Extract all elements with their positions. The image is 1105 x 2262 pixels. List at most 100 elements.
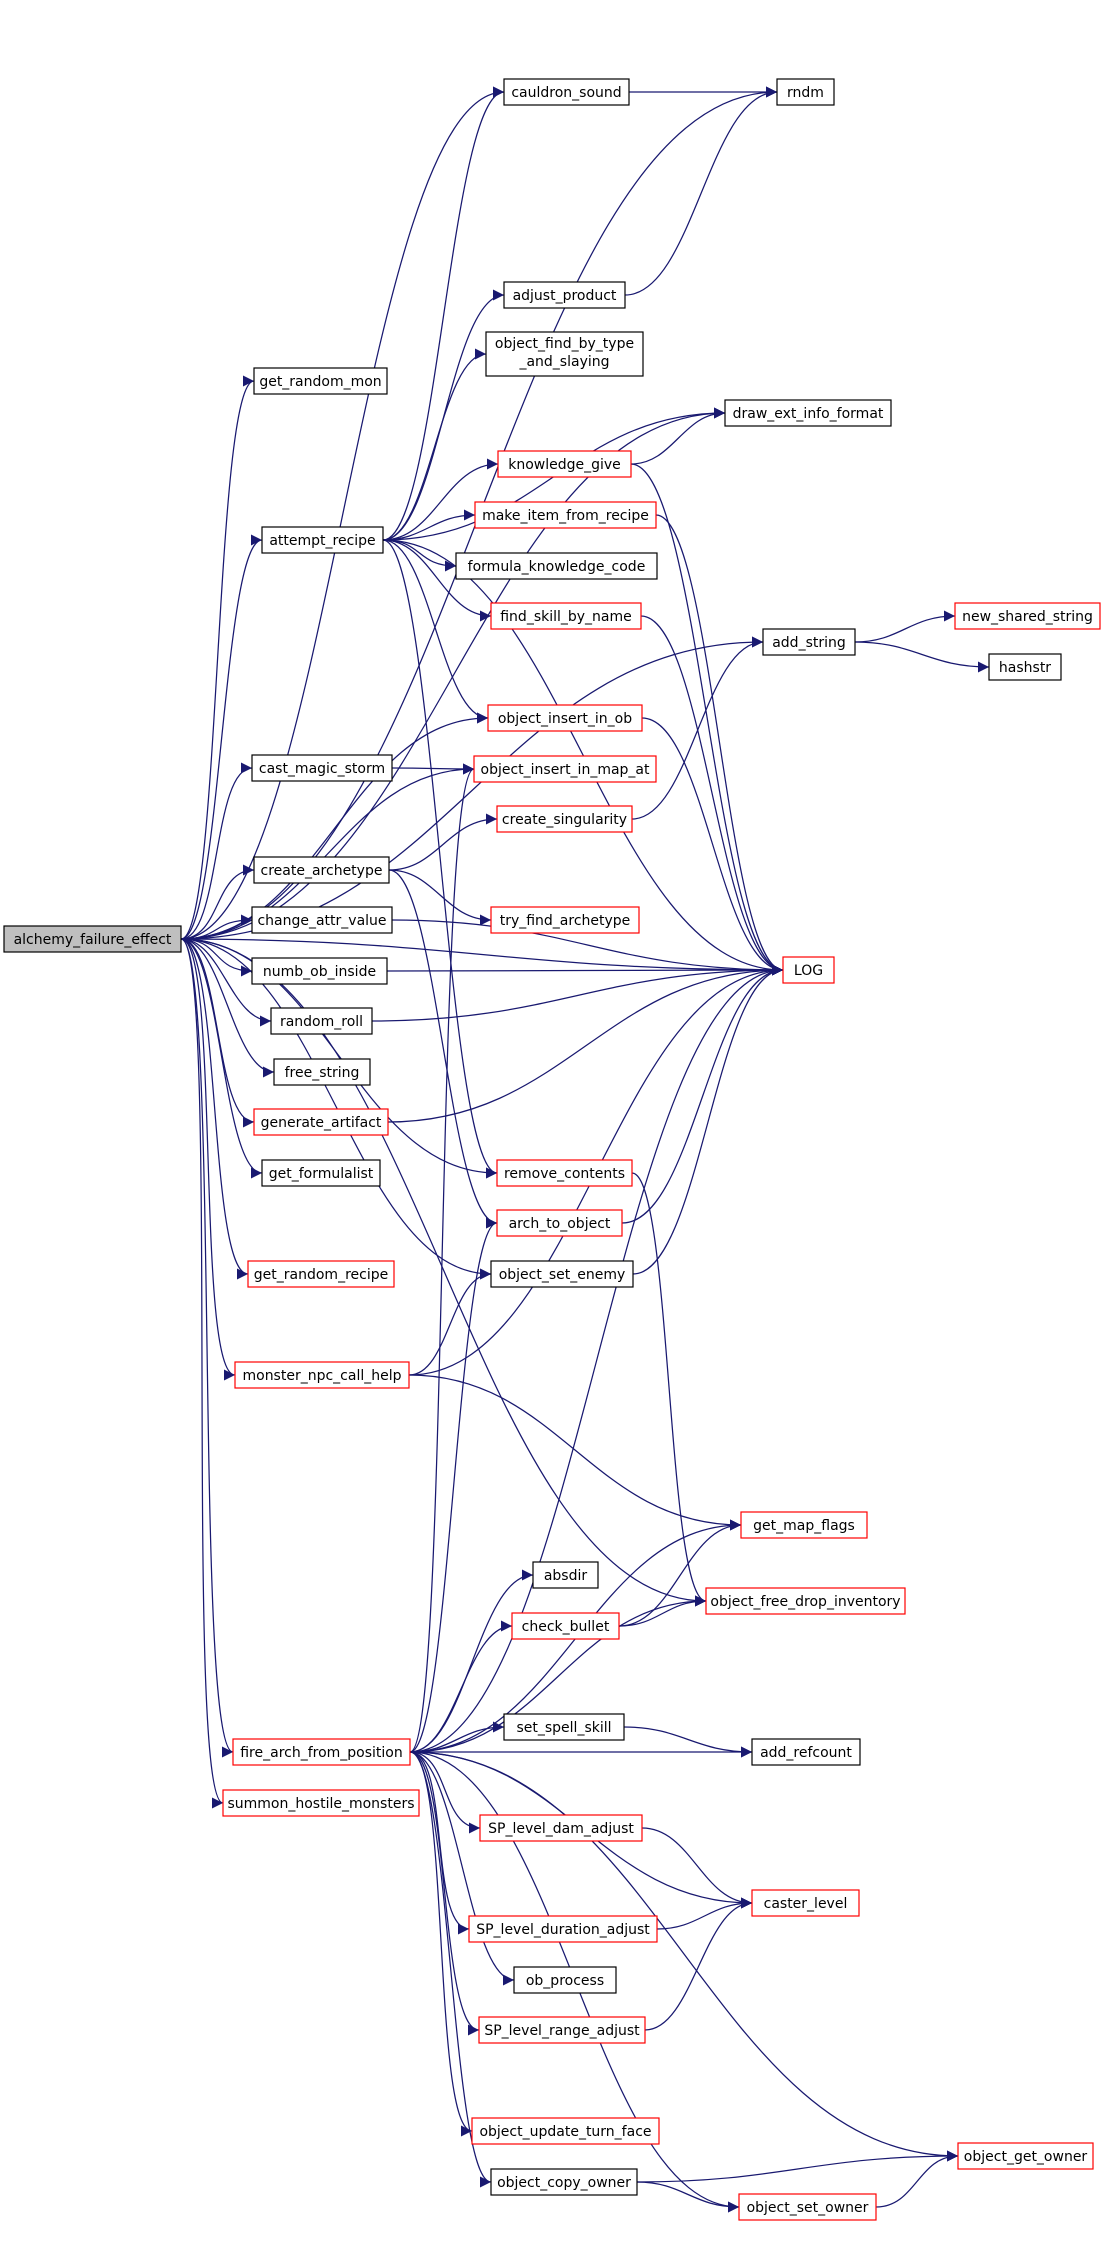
- edge-root-to-free-string: [180, 938, 275, 1078]
- node-root[interactable]: alchemy_failure_effect: [3, 925, 182, 953]
- edge-fire-arch-from-position-to-object-get-owner: [409, 1751, 959, 2162]
- edge-object-copy-owner-to-object-set-owner: [636, 2181, 740, 2213]
- node-label: object_set_owner: [747, 2200, 869, 2216]
- node-sp-level-range-adjust[interactable]: SP_level_range_adjust: [478, 2016, 646, 2044]
- node-get-random-recipe[interactable]: get_random_recipe: [247, 1260, 395, 1288]
- node-object-find-by-type[interactable]: object_find_by_type_and_slaying: [485, 331, 644, 377]
- node-object-insert-in-map-at[interactable]: object_insert_in_map_at: [473, 755, 657, 783]
- edge-attempt-recipe-to-find-skill-by-name: [382, 539, 492, 622]
- node-box: [471, 2117, 660, 2145]
- node-box: [503, 281, 626, 309]
- node-box: [478, 2016, 646, 2044]
- edge-make-item-from-recipe-to-log: [655, 514, 784, 976]
- node-label: ob_process: [526, 1973, 604, 1989]
- node-box: [468, 1915, 658, 1943]
- node-box: [261, 526, 384, 554]
- node-random-roll[interactable]: random_roll: [270, 1007, 373, 1035]
- node-formula-knowledge-code[interactable]: formula_knowledge_code: [455, 552, 658, 580]
- edge-find-skill-by-name-to-log: [640, 615, 784, 976]
- node-find-skill-by-name[interactable]: find_skill_by_name: [490, 602, 642, 630]
- node-box: [503, 1713, 625, 1741]
- node-object-set-enemy[interactable]: object_set_enemy: [490, 1260, 634, 1288]
- edge-root-to-cauldron-sound: [180, 86, 505, 940]
- node-fire-arch-from-position[interactable]: fire_arch_from_position: [232, 1738, 411, 1766]
- node-add-string[interactable]: add_string: [762, 628, 856, 656]
- node-box: [740, 1511, 868, 1539]
- edge-root-to-object-insert-in-map-at: [180, 763, 475, 940]
- edge-arch-to-object-to-log: [621, 964, 784, 1224]
- node-monster-npc-call-help[interactable]: monster_npc_call_help: [234, 1361, 410, 1389]
- node-draw-ext-info-format[interactable]: draw_ext_info_format: [724, 399, 892, 427]
- node-label: LOG: [794, 963, 823, 979]
- node-absdir[interactable]: absdir: [532, 1561, 599, 1589]
- node-box: [455, 552, 658, 580]
- node-free-string[interactable]: free_string: [273, 1058, 371, 1086]
- node-object-free-drop-inventory[interactable]: object_free_drop_inventory: [705, 1587, 906, 1615]
- node-try-find-archetype[interactable]: try_find_archetype: [490, 906, 640, 934]
- node-box: [705, 1587, 906, 1615]
- node-box: [261, 1159, 381, 1187]
- node-attempt-recipe[interactable]: attempt_recipe: [261, 526, 384, 554]
- node-numb-ob-inside[interactable]: numb_ob_inside: [251, 957, 388, 985]
- node-box: [513, 1966, 617, 1994]
- node-make-item-from-recipe[interactable]: make_item_from_recipe: [474, 501, 657, 529]
- node-box: [762, 628, 856, 656]
- node-generate-artifact[interactable]: generate_artifact: [253, 1108, 389, 1136]
- node-create-singularity[interactable]: create_singularity: [496, 805, 633, 833]
- edge-fire-arch-from-position-to-object-free-drop-inventory: [409, 1595, 707, 1753]
- node-set-spell-skill[interactable]: set_spell_skill: [503, 1713, 625, 1741]
- node-log[interactable]: LOG: [782, 956, 835, 984]
- node-sp-level-dam-adjust[interactable]: SP_level_dam_adjust: [479, 1814, 643, 1842]
- node-object-update-turn-face[interactable]: object_update_turn_face: [471, 2117, 660, 2145]
- node-box: [479, 1814, 643, 1842]
- node-cast-magic-storm[interactable]: cast_magic_storm: [251, 754, 393, 782]
- node-hashstr[interactable]: hashstr: [988, 653, 1062, 681]
- node-adjust-product[interactable]: adjust_product: [503, 281, 626, 309]
- node-box: [222, 1789, 420, 1817]
- node-label: object_get_owner: [964, 2149, 1088, 2165]
- edge-add-string-to-new-shared-string: [854, 610, 956, 643]
- node-label: arch_to_object: [509, 1216, 611, 1232]
- node-cauldron-sound[interactable]: cauldron_sound: [503, 78, 630, 106]
- node-object-insert-in-ob[interactable]: object_insert_in_ob: [487, 704, 643, 732]
- node-box: [473, 755, 657, 783]
- node-get-map-flags[interactable]: get_map_flags: [740, 1511, 868, 1539]
- node-label: remove_contents: [504, 1166, 625, 1182]
- node-label: alchemy_failure_effect: [14, 932, 172, 948]
- edge-remove-contents-to-object-free-drop-inventory: [631, 1172, 707, 1607]
- edge-add-string-to-hashstr: [854, 641, 990, 673]
- node-object-get-owner[interactable]: object_get_owner: [957, 2142, 1094, 2170]
- node-rndm[interactable]: rndm: [776, 78, 835, 106]
- node-knowledge-give[interactable]: knowledge_give: [497, 450, 632, 478]
- node-new-shared-string[interactable]: new_shared_string: [954, 602, 1101, 630]
- edge-knowledge-give-to-draw-ext-info-format: [630, 407, 726, 465]
- node-get-random-mon[interactable]: get_random_mon: [253, 367, 388, 395]
- node-add-refcount[interactable]: add_refcount: [751, 1738, 861, 1766]
- edge-fire-arch-from-position-to-set-spell-skill: [409, 1721, 505, 1753]
- node-object-set-owner[interactable]: object_set_owner: [738, 2193, 877, 2221]
- node-check-bullet[interactable]: check_bullet: [511, 1612, 620, 1640]
- edge-attempt-recipe-to-object-insert-in-ob: [382, 539, 489, 724]
- node-box: [234, 1361, 410, 1389]
- edge-root-to-summon-hostile-monsters: [180, 938, 224, 1809]
- node-box: [487, 704, 643, 732]
- node-caster-level[interactable]: caster_level: [751, 1889, 860, 1917]
- node-change-attr-value[interactable]: change_attr_value: [251, 906, 393, 934]
- edge-set-spell-skill-to-add-refcount: [623, 1726, 753, 1758]
- node-label: object_insert_in_ob: [498, 711, 632, 727]
- node-object-copy-owner[interactable]: object_copy_owner: [490, 2168, 638, 2196]
- edge-create-singularity-to-add-string: [631, 636, 764, 820]
- node-box: [776, 78, 835, 106]
- node-ob-process[interactable]: ob_process: [513, 1966, 617, 1994]
- edge-fire-arch-from-position-to-sp-level-dam-adjust: [409, 1751, 481, 1834]
- node-summon-hostile-monsters[interactable]: summon_hostile_monsters: [222, 1789, 420, 1817]
- node-get-formulalist[interactable]: get_formulalist: [261, 1159, 381, 1187]
- node-label: random_roll: [280, 1014, 363, 1030]
- node-create-archetype[interactable]: create_archetype: [253, 856, 390, 884]
- node-arch-to-object[interactable]: arch_to_object: [496, 1209, 623, 1237]
- edge-root-to-fire-arch-from-position: [180, 938, 234, 1758]
- node-sp-level-duration-adjust[interactable]: SP_level_duration_adjust: [468, 1915, 658, 1943]
- node-remove-contents[interactable]: remove_contents: [496, 1159, 633, 1187]
- edge-change-attr-value-to-log: [391, 919, 784, 976]
